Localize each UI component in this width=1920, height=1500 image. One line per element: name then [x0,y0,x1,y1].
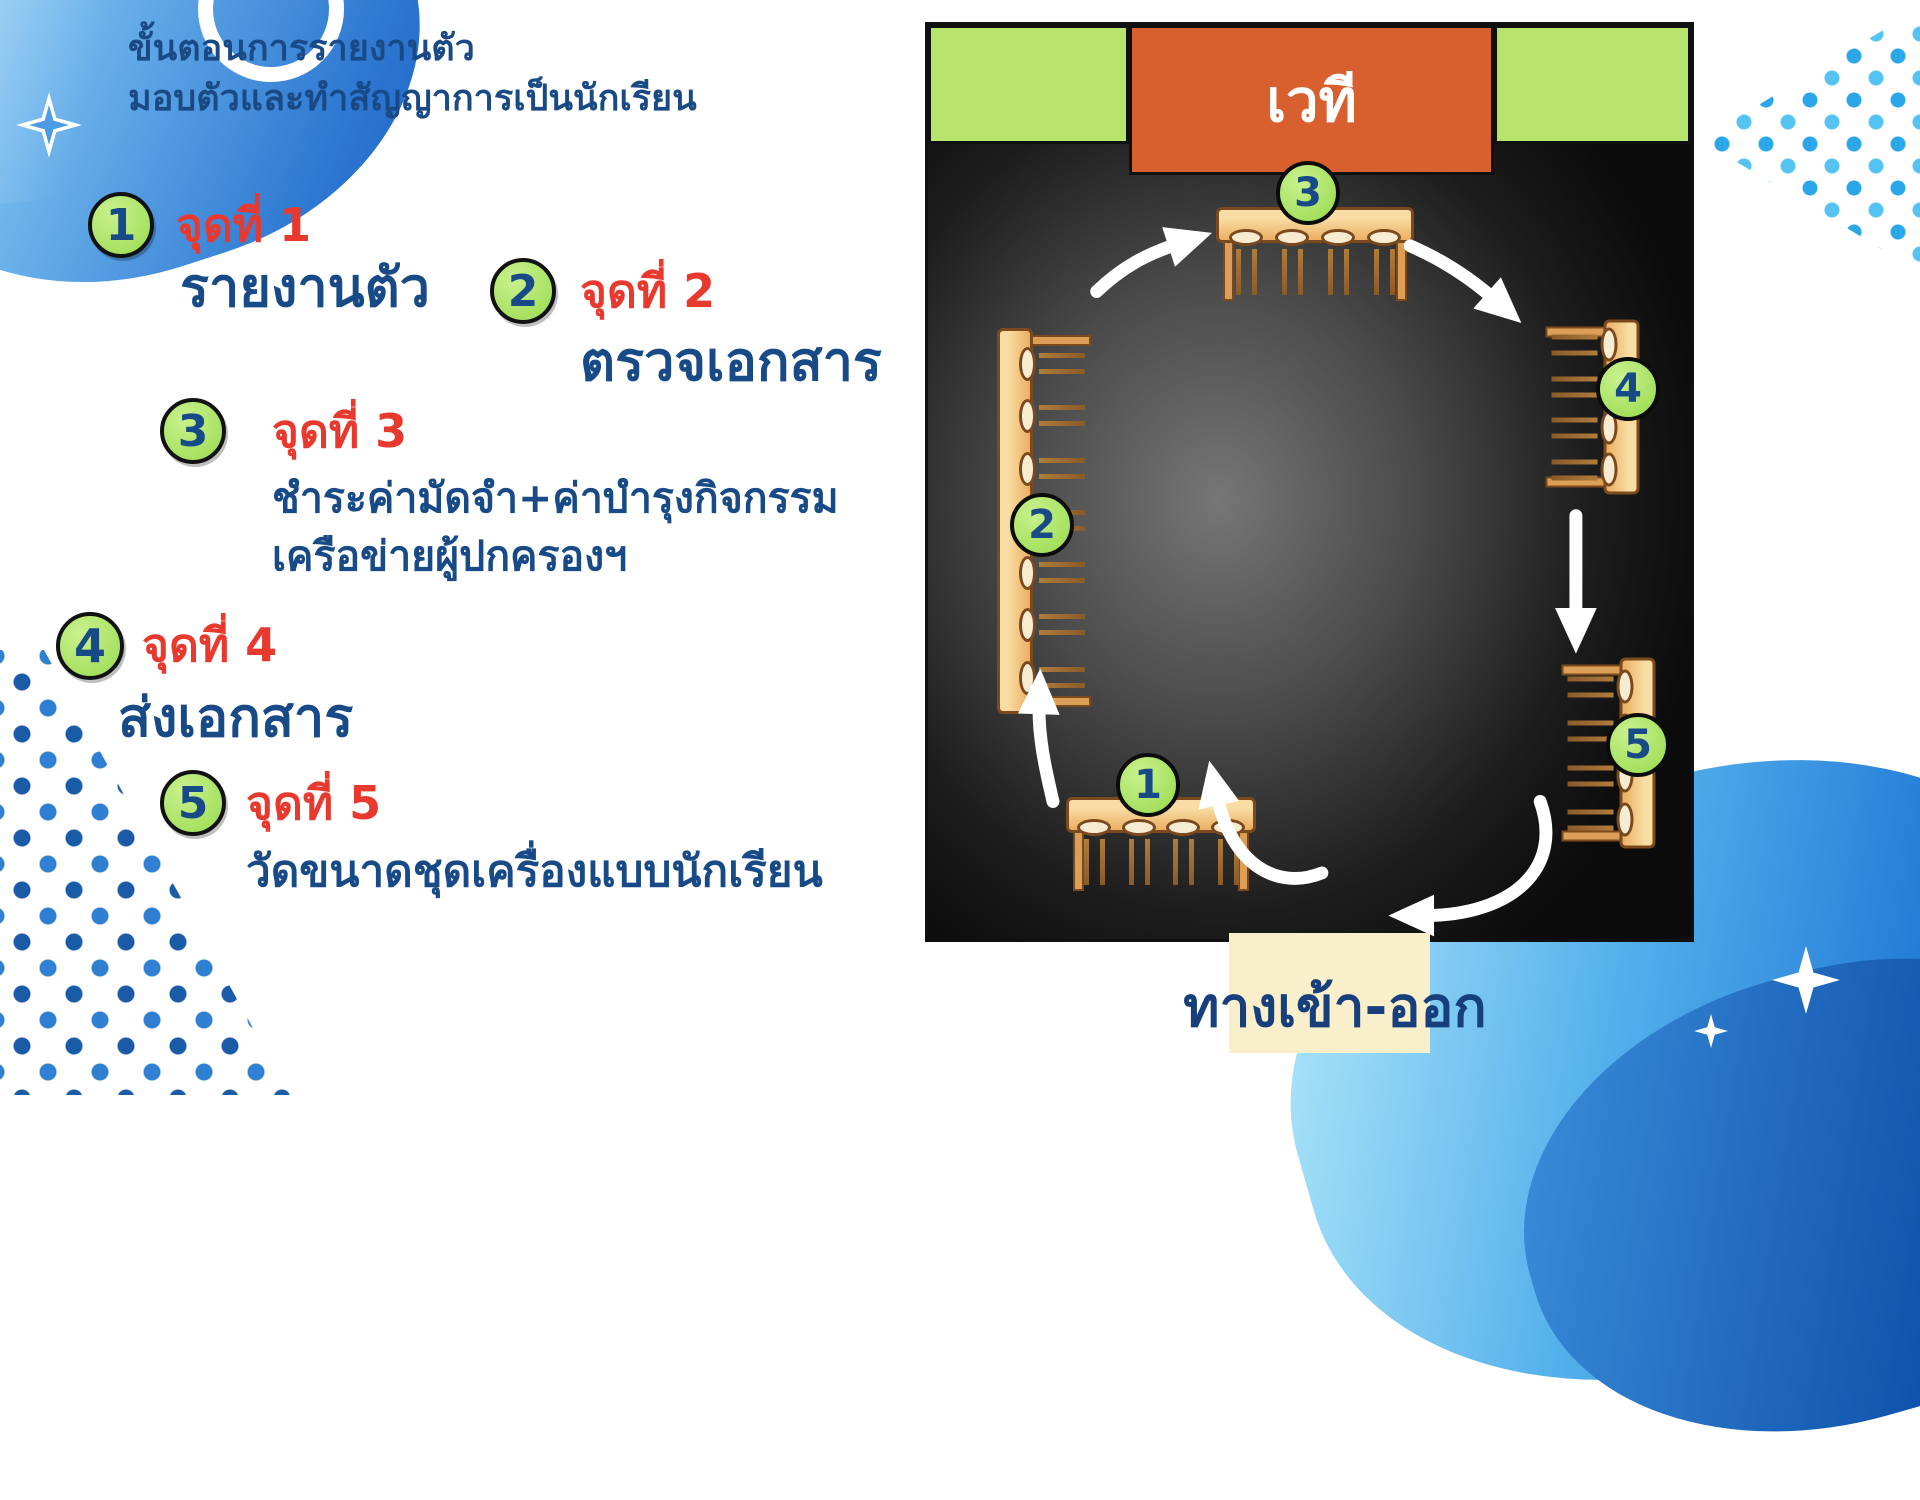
stool-icon [1274,229,1310,303]
point-marker-2: 2 [1010,493,1074,557]
point-marker-4: 4 [1596,357,1660,421]
step-1-description: รายงานตัว [180,256,430,319]
arrow-3-to-4 [1403,239,1522,324]
step-3-point-label: จุดที่ 3 [272,404,408,458]
stool-icon [1120,819,1157,893]
step-2-badge: 2 [490,258,556,324]
step-5-description: วัดขนาดชุดเครื่องแบบนักเรียน [246,846,823,897]
side-block-right [1494,25,1691,144]
step-3-description-line1: ชำระค่ามัดจำ+ค่าบำรุงกิจกรรม [272,474,839,522]
stool-icon [1165,819,1202,893]
point-marker-1: 1 [1116,753,1180,817]
stool-icon [1366,229,1402,303]
flow-arrows [1017,227,1597,937]
arrow-1-to-2 [1017,668,1060,808]
step-4-description: ส่งเอกสาร [118,686,354,749]
page-title-line1: ขั้นตอนการรายงานตัว [128,28,475,69]
step-2-description: ตรวจเอกสาร [580,330,882,393]
arrow-entrance-to-1 [1198,760,1329,885]
step-3-badge: 3 [160,398,226,464]
step-3-description-line2: เครือข่ายผู้ปกครองฯ [272,532,628,580]
stage: เวที [1129,25,1494,175]
entrance-exit-doorway [1229,933,1430,1053]
side-block-left [928,25,1129,144]
entrance-exit-label: ทางเข้า-ออก [1183,975,1487,1039]
stool-row [1218,229,1412,303]
stool-icon [1228,229,1264,303]
step-5-point-label: จุดที่ 5 [246,776,382,830]
stool-row [1068,819,1254,893]
page-title-line2: มอบตัวและทำสัญญาการเป็นนักเรียน [128,77,697,119]
point-marker-3: 3 [1276,161,1340,225]
stool-icon [1076,819,1113,893]
stool-icon [1320,229,1356,303]
room-layout-diagram: เวที [925,22,1694,942]
step-5-badge: 5 [160,770,226,836]
arrow-2-to-3 [1090,227,1213,298]
table-point-3 [1216,207,1414,319]
step-2-point-label: จุดที่ 2 [580,264,716,318]
step-4-point-label: จุดที่ 4 [142,618,278,672]
arrow-5-to-exit [1388,795,1553,937]
dot-pattern-top-right [1700,0,1920,290]
page-title: ขั้นตอนการรายงานตัว มอบตัวและทำสัญญาการเ… [128,24,697,123]
point-marker-5: 5 [1606,713,1670,777]
step-1-badge: 1 [88,192,154,258]
step-1-point-label: จุดที่ 1 [176,198,312,252]
step-4-badge: 4 [56,612,124,680]
